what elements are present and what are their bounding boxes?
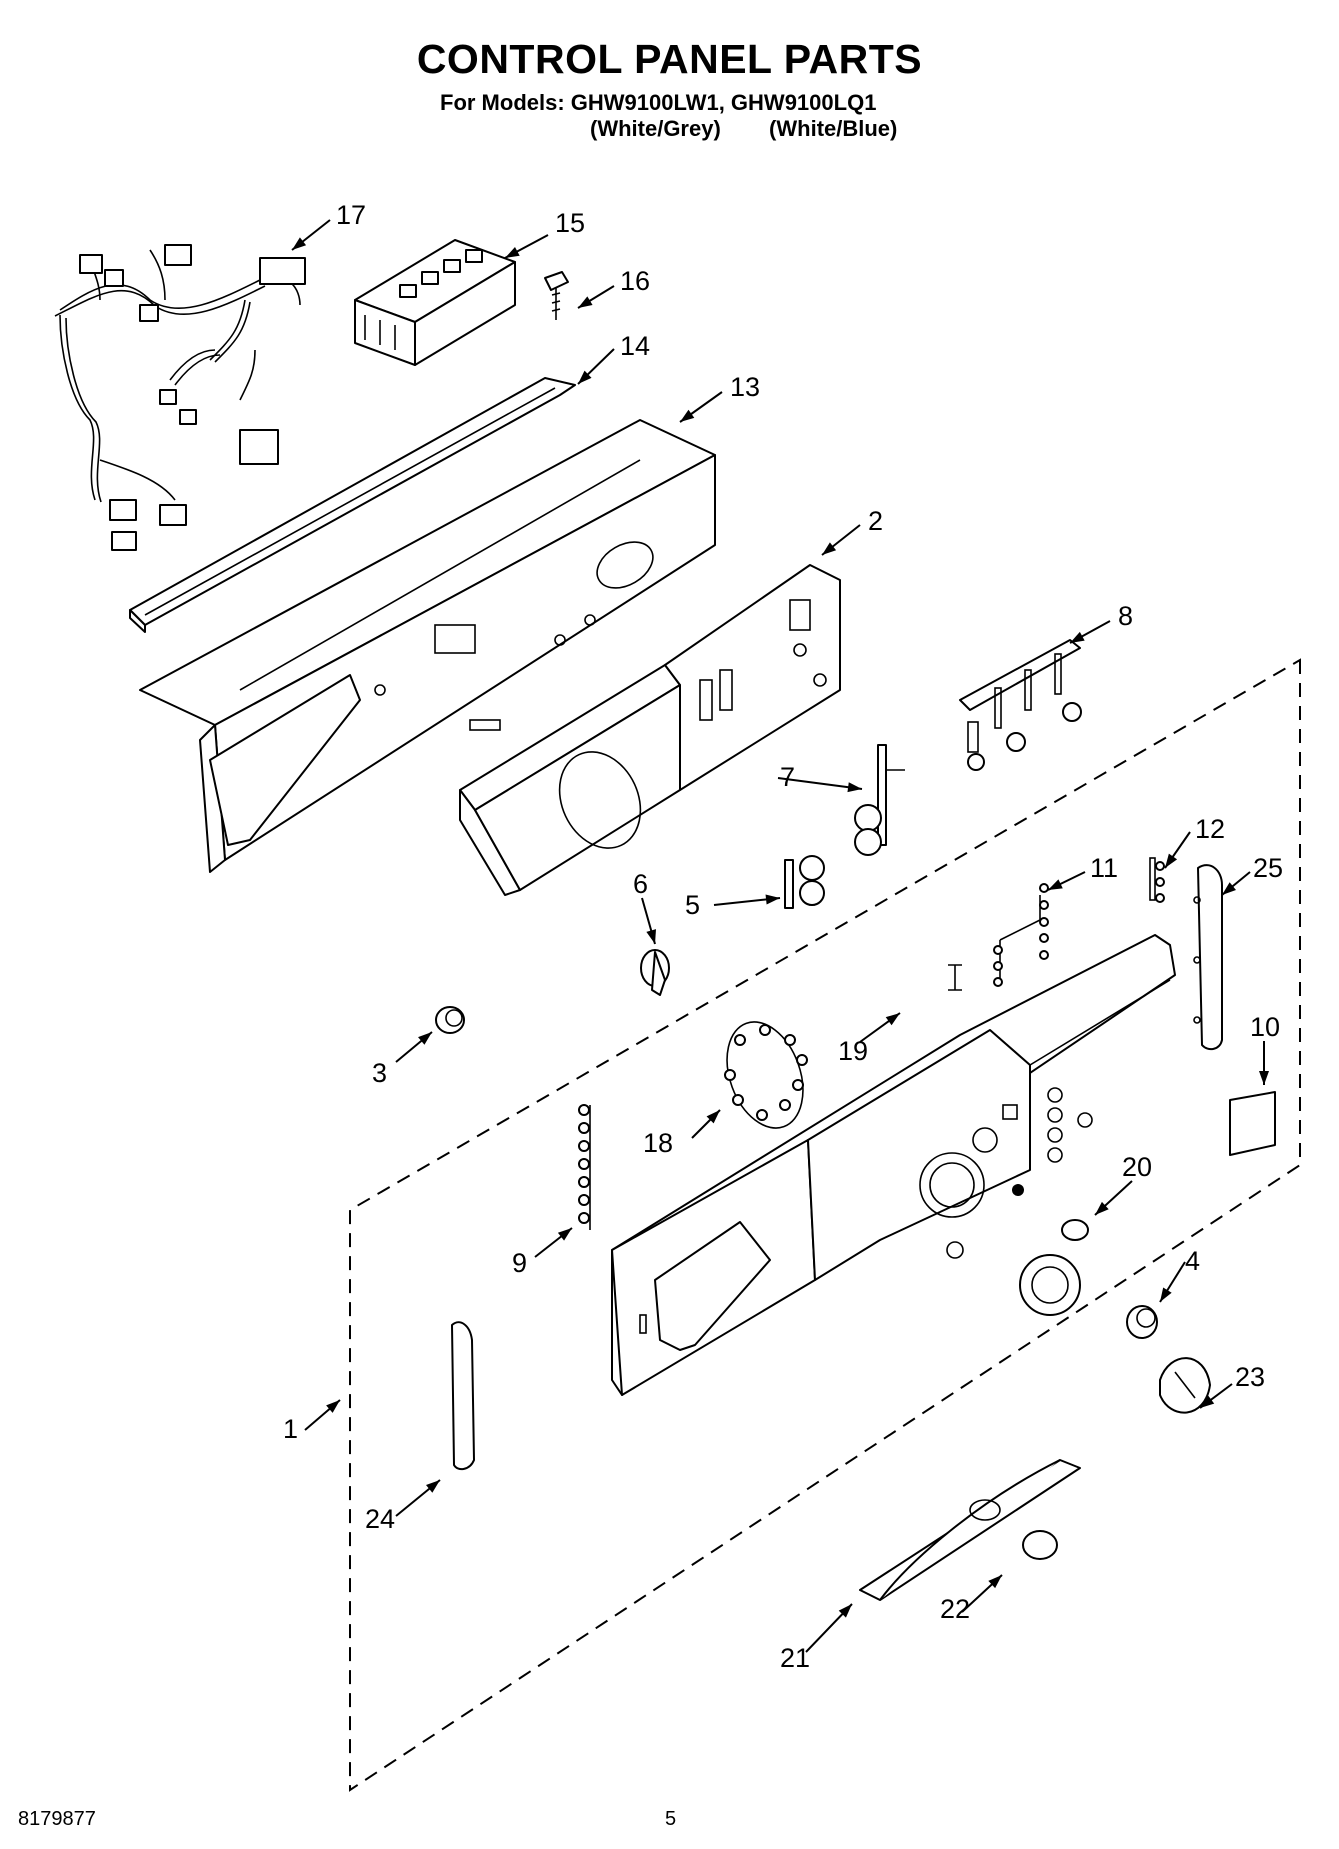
part-13-console-panel bbox=[139, 419, 716, 873]
arrowhead-24 bbox=[425, 1480, 440, 1493]
part-4-button bbox=[1126, 1305, 1158, 1339]
part-14-bracket bbox=[129, 377, 576, 633]
callout-2: 2 bbox=[868, 506, 883, 536]
arrowhead-20 bbox=[1095, 1201, 1109, 1215]
arrowhead-16 bbox=[578, 296, 593, 308]
arrowhead-9 bbox=[557, 1228, 572, 1241]
part-9-led-strip bbox=[578, 1104, 591, 1230]
callout-5: 5 bbox=[685, 890, 700, 920]
model-variants: (White/Grey) (White/Blue) bbox=[590, 116, 897, 142]
callout-14: 14 bbox=[620, 331, 650, 361]
part-25-side-trim bbox=[1193, 864, 1223, 1051]
callout-17: 17 bbox=[336, 200, 366, 230]
callout-24: 24 bbox=[365, 1504, 395, 1534]
leader-lines bbox=[291, 219, 1269, 1653]
arrowhead-23 bbox=[1200, 1395, 1215, 1408]
part-10-label bbox=[1229, 1091, 1276, 1156]
arrowhead-15 bbox=[505, 246, 520, 258]
arrowhead-1 bbox=[326, 1400, 340, 1413]
callout-6: 6 bbox=[633, 869, 648, 899]
callout-12: 12 bbox=[1195, 814, 1225, 844]
arrowhead-19 bbox=[885, 1013, 900, 1026]
callout-16: 16 bbox=[620, 266, 650, 296]
part-1-console-front bbox=[611, 934, 1176, 1396]
arrowhead-22 bbox=[988, 1575, 1002, 1589]
callout-18: 18 bbox=[643, 1128, 673, 1158]
part-8-button-assembly bbox=[959, 639, 1082, 771]
part-6-knob bbox=[640, 949, 670, 996]
part-17-wire-harness bbox=[54, 244, 306, 551]
part-3-button bbox=[435, 1006, 465, 1034]
arrowhead-7 bbox=[847, 782, 862, 793]
arrowhead-21 bbox=[838, 1604, 852, 1618]
callout-1: 1 bbox=[283, 1414, 298, 1444]
callout-4: 4 bbox=[1185, 1246, 1200, 1276]
console-assembly-boundary bbox=[349, 658, 1301, 1792]
part-11-led-board bbox=[993, 883, 1049, 987]
arrowhead-4 bbox=[1160, 1287, 1172, 1302]
part-15-control-box bbox=[354, 239, 516, 366]
part-5-button-strip bbox=[784, 855, 825, 909]
callout-8: 8 bbox=[1118, 601, 1133, 631]
arrowhead-18 bbox=[706, 1110, 720, 1124]
arrowhead-2 bbox=[822, 542, 837, 555]
model-numbers: For Models: GHW9100LW1, GHW9100LQ1 bbox=[440, 90, 877, 115]
arrowhead-11 bbox=[1048, 879, 1063, 890]
part-19-clip bbox=[948, 964, 962, 991]
callout-11: 11 bbox=[1090, 853, 1118, 883]
arrowhead-3 bbox=[418, 1032, 432, 1045]
arrowhead-14 bbox=[578, 370, 592, 384]
variant-white-grey: (White/Grey) bbox=[590, 116, 721, 141]
callout-9: 9 bbox=[512, 1248, 527, 1278]
arrowhead-13 bbox=[680, 409, 695, 422]
arrowhead-10 bbox=[1259, 1071, 1269, 1085]
part-12-clip bbox=[1149, 857, 1165, 903]
arrowhead-8 bbox=[1070, 631, 1085, 643]
callout-3: 3 bbox=[372, 1058, 387, 1088]
document-number: 8179877 bbox=[18, 1808, 96, 1830]
part-24-side-trim bbox=[451, 1321, 475, 1471]
page-title: CONTROL PANEL PARTS bbox=[416, 36, 923, 82]
callout-19: 19 bbox=[838, 1036, 868, 1066]
part-18-indicator-ring bbox=[724, 1021, 808, 1129]
callout-15: 15 bbox=[555, 208, 585, 238]
part-20-lens bbox=[1019, 1219, 1089, 1316]
arrowhead-25 bbox=[1222, 882, 1236, 895]
part-23-knob bbox=[1159, 1357, 1211, 1414]
part-16-screw bbox=[544, 271, 569, 320]
callout-20: 20 bbox=[1122, 1152, 1152, 1182]
callout-13: 13 bbox=[730, 372, 760, 402]
callout-23: 23 bbox=[1235, 1362, 1265, 1392]
arrowhead-12 bbox=[1165, 853, 1178, 868]
leader-line-7 bbox=[777, 777, 863, 790]
variant-white-blue: (White/Blue) bbox=[769, 116, 898, 141]
arrowhead-6 bbox=[646, 929, 657, 944]
arrowhead-5 bbox=[765, 894, 780, 905]
arrowhead-17 bbox=[292, 237, 307, 250]
part-21-lens-cover bbox=[859, 1459, 1081, 1601]
part-2-control-housing bbox=[459, 564, 841, 896]
callout-7: 7 bbox=[780, 762, 795, 792]
callout-22: 22 bbox=[940, 1594, 970, 1624]
page-number: 5 bbox=[665, 1808, 677, 1830]
callout-10: 10 bbox=[1250, 1012, 1280, 1042]
callout-25: 25 bbox=[1253, 853, 1283, 883]
part-22-lens-disc bbox=[1022, 1530, 1058, 1560]
part-7-button-strip bbox=[854, 744, 905, 856]
callout-21: 21 bbox=[780, 1643, 810, 1673]
